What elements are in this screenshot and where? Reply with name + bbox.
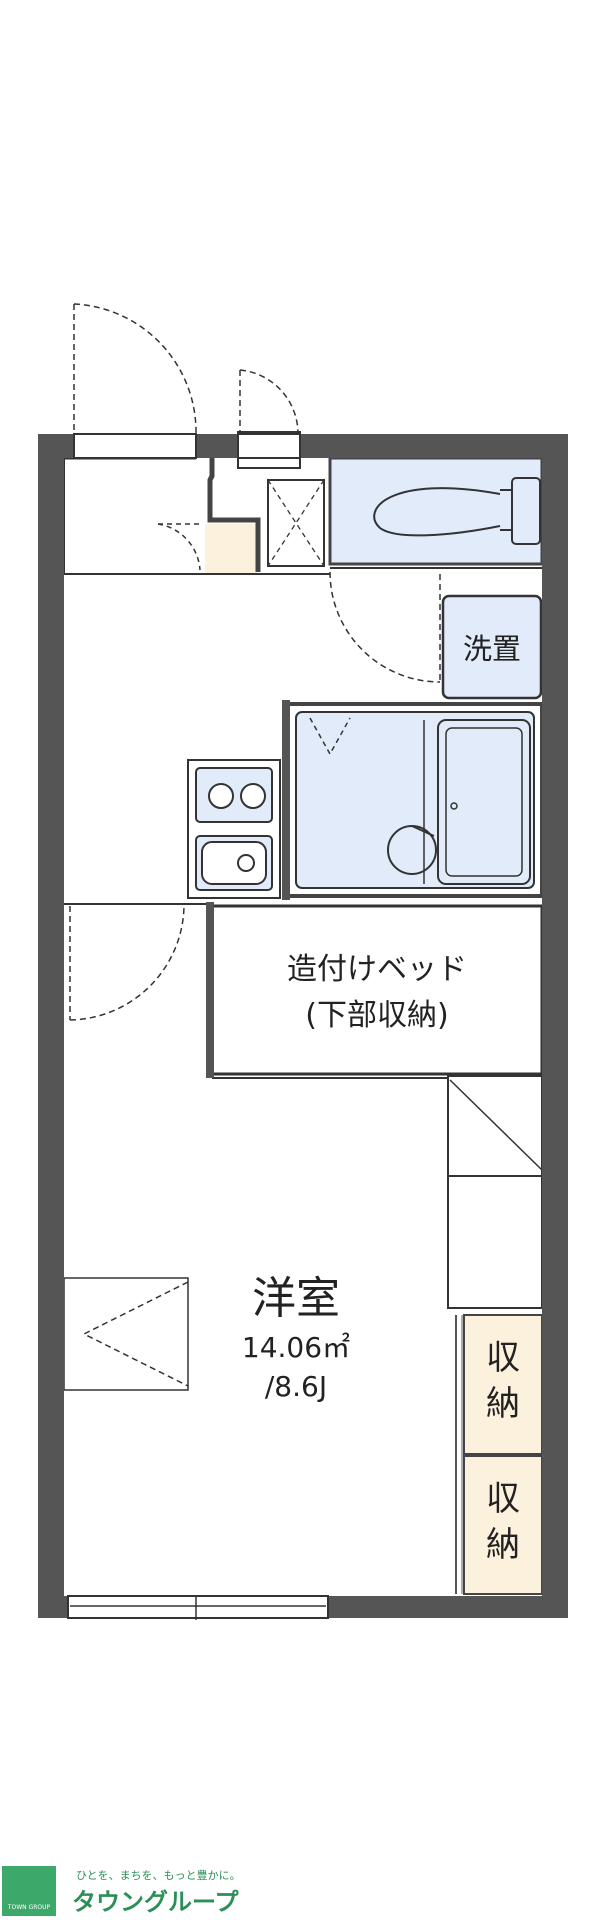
- tree-logo-icon: [2, 1866, 56, 1916]
- storage-door-swing-icon: [157, 523, 201, 571]
- bath-door-swing-icon: [309, 717, 351, 756]
- sink-drain-icon: [237, 854, 255, 872]
- wall-right: [542, 434, 568, 1618]
- washer-space-label: 洗置: [462, 632, 521, 666]
- wall-top-left: [38, 434, 74, 458]
- bathtub-inner: [445, 727, 523, 877]
- wall-bottom-left: [38, 1596, 68, 1618]
- washbasin-icon: [387, 825, 437, 875]
- wall-left: [38, 434, 64, 1618]
- sink-basin-icon: [201, 841, 267, 885]
- shaft-diag-2: [267, 479, 325, 567]
- shaft-diag-1: [267, 479, 325, 567]
- closet-area: [447, 1075, 543, 1309]
- wall-mid-bed: [206, 902, 214, 1078]
- brand-tagline: ひとを、まちを、もっと豊かに。: [76, 1869, 241, 1882]
- wall-mid-upper: [282, 700, 290, 900]
- wall-bottom-right: [328, 1596, 568, 1618]
- toilet-door-swing-icon: [329, 571, 441, 683]
- entrance-shaft: [267, 479, 325, 567]
- room-door-swing-icon: [69, 905, 185, 1021]
- top-small-door-swing-icon: [239, 369, 299, 435]
- top-small-opening: [237, 433, 301, 459]
- town-group-logo: [0, 1860, 260, 1920]
- wall-top-right: [300, 434, 568, 458]
- bathtub-icon: [437, 719, 531, 885]
- built-in-bed-label-line1: 造付けベッド: [287, 952, 467, 987]
- storage-fill-bottom: [463, 1455, 543, 1595]
- main-room-name: 洋室: [252, 1273, 340, 1324]
- entrance-door-swing-icon: [73, 303, 197, 435]
- window-box: [63, 1277, 189, 1391]
- storage-label-top: 収納: [464, 1335, 542, 1427]
- burner-right-icon: [240, 783, 266, 809]
- main-room-area: 14.06㎡: [241, 1331, 351, 1364]
- balcony-window: [67, 1595, 329, 1619]
- entrance-storage-fill: [205, 524, 257, 574]
- storage-label-bottom: 収納: [464, 1476, 542, 1568]
- bath-drain-icon: [450, 802, 458, 810]
- toilet-icon: [373, 477, 541, 545]
- burner-left-icon: [208, 783, 234, 809]
- washer-space: [441, 594, 543, 700]
- wall-top-mid: [196, 434, 238, 458]
- toilet-room: [328, 456, 544, 566]
- closet-diagonal: [449, 1079, 543, 1171]
- entrance-door-opening: [73, 433, 197, 459]
- brand-company-name: タウングループ: [72, 1888, 239, 1916]
- built-in-bed-label-line2: (下部収納): [305, 998, 449, 1033]
- entrance-partition: [207, 458, 261, 572]
- storage-fill-top: [463, 1314, 543, 1455]
- built-in-bed: [210, 904, 544, 1076]
- window-dashed-icon: [82, 1281, 189, 1387]
- storage-label-bottom-text: 収納: [486, 1479, 520, 1565]
- logo-caption: TOWN GROUP: [7, 1904, 51, 1911]
- storage-label-top-text: 収納: [486, 1338, 520, 1424]
- main-room-tatami: /8.6J: [264, 1370, 328, 1403]
